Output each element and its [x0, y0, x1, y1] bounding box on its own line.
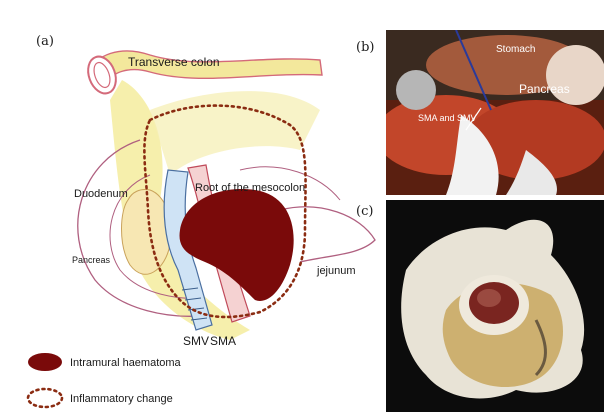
operative-photo: Stomach Pancreas SMA and SMV [386, 30, 604, 195]
panel-a-label: (a) [36, 34, 54, 49]
legend-inflammation-label: Inflammatory change [70, 393, 173, 405]
mesocolon-wash [150, 91, 320, 175]
label-pancreas: Pancreas [72, 255, 111, 265]
label-transverse-colon: Transverse colon [128, 55, 220, 69]
label-root-mesocolon: Root of the mesocolon [195, 182, 305, 194]
label-jejunum: jejunum [316, 265, 356, 277]
photo-label-pancreas: Pancreas [519, 82, 570, 96]
photo-label-stomach: Stomach [496, 44, 535, 55]
panel-b-label: (b) [356, 40, 374, 55]
specimen-photo [386, 200, 604, 412]
legend-inflammation-swatch [28, 389, 62, 407]
legend-haematoma-swatch [28, 353, 62, 371]
label-sma: SMA [210, 334, 236, 348]
label-duodenum: Duodenum [74, 188, 128, 200]
label-smv: SMV [183, 334, 209, 348]
panel-c-label: (c) [356, 204, 373, 219]
photo-label-sma-smv: SMA and SMV [418, 113, 477, 123]
legend-haematoma-label: Intramural haematoma [70, 357, 182, 369]
specimen-photo-art [386, 200, 604, 412]
